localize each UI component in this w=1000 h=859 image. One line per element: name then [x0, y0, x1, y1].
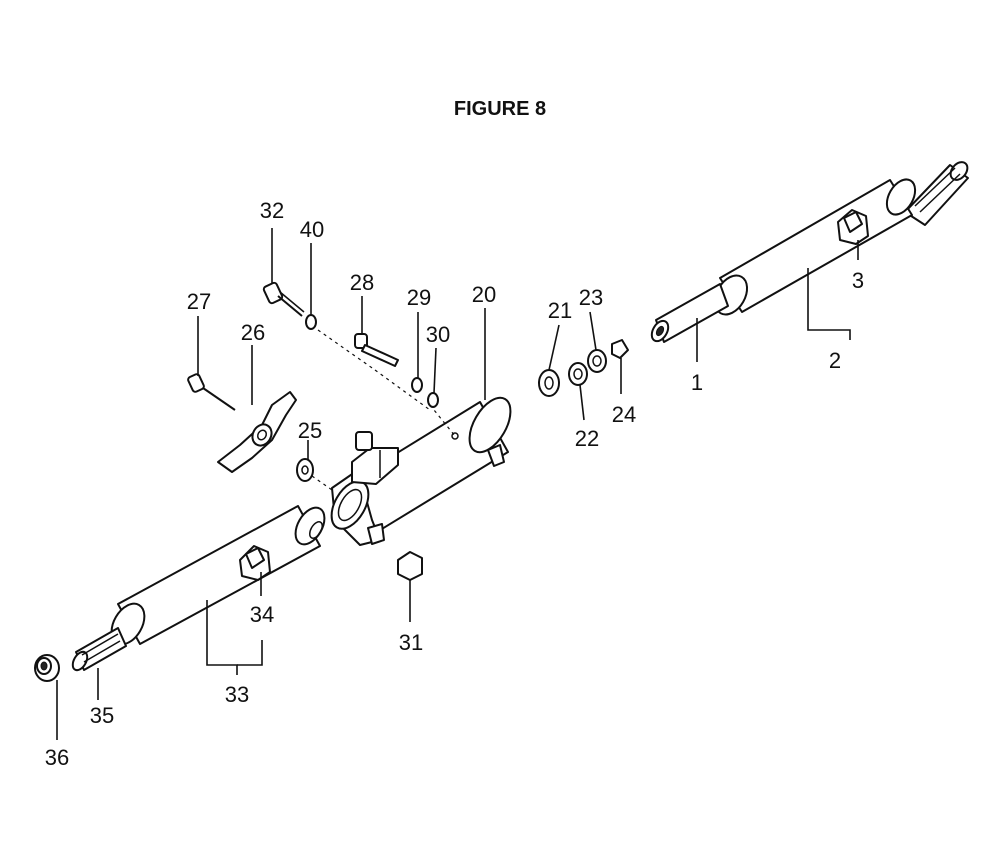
callout-3: 3	[852, 268, 864, 293]
leader-30	[433, 347, 437, 394]
callout-1: 1	[691, 370, 703, 395]
part-21-washer	[538, 369, 560, 397]
callout-21: 21	[548, 298, 572, 323]
callout-25: 25	[298, 418, 322, 443]
callout-28: 28	[350, 270, 374, 295]
lever-assembly	[187, 316, 336, 493]
part-31-nut	[397, 551, 423, 581]
right-shaft-spline	[904, 164, 969, 226]
part-23-washer	[587, 349, 607, 373]
callout-22: 22	[575, 426, 599, 451]
callout-31: 31	[399, 630, 423, 655]
callout-27: 27	[187, 289, 211, 314]
leader-23	[589, 311, 597, 351]
leader-33	[206, 600, 238, 675]
part-28-bolt-shank	[361, 344, 399, 367]
left-shaft-assembly	[34, 505, 326, 740]
washer-group	[538, 311, 629, 421]
callout-26: 26	[241, 320, 265, 345]
part-30-washer	[427, 392, 439, 408]
part-32-bolt-shank	[277, 295, 303, 317]
callout-33: 33	[225, 682, 249, 707]
callout-30: 30	[426, 322, 450, 347]
part-27-bolt-head	[187, 373, 205, 393]
part-32-bolt-head	[262, 281, 284, 305]
callout-35: 35	[90, 703, 114, 728]
callout-32: 32	[260, 198, 284, 223]
part-20-housing-rear	[468, 396, 512, 454]
leader-21	[548, 324, 560, 371]
callout-20: 20	[472, 282, 496, 307]
figure-title: FIGURE 8	[453, 98, 547, 120]
callout-labels: 1 2 3 20 21 22 23 24 25 26 27 28 29 30 3…	[45, 198, 864, 770]
part-29-washer	[411, 377, 423, 393]
part-27-bolt-shank	[202, 387, 236, 411]
part-25-washer	[296, 458, 314, 482]
part-22-washer	[568, 362, 588, 386]
part-33-left-tube	[117, 505, 321, 645]
part-40-washer	[305, 314, 317, 330]
callout-29: 29	[407, 285, 431, 310]
part-28-bolt-head	[354, 333, 368, 349]
right-tube	[719, 179, 913, 313]
nut-31	[397, 551, 423, 622]
callout-24: 24	[612, 402, 636, 427]
callout-40: 40	[300, 217, 324, 242]
callout-36: 36	[45, 745, 69, 770]
callout-23: 23	[579, 285, 603, 310]
leader-2	[807, 268, 851, 340]
leader-22	[579, 384, 585, 421]
right-shaft-assembly	[650, 161, 969, 362]
upper-fasteners	[262, 228, 439, 411]
callout-34: 34	[250, 602, 274, 627]
right-shaft-spline-end	[949, 161, 969, 181]
housing-clamp-knob	[355, 431, 373, 451]
center-housing-assembly	[330, 308, 512, 546]
part-24-nut	[611, 339, 629, 359]
callout-2: 2	[829, 348, 841, 373]
